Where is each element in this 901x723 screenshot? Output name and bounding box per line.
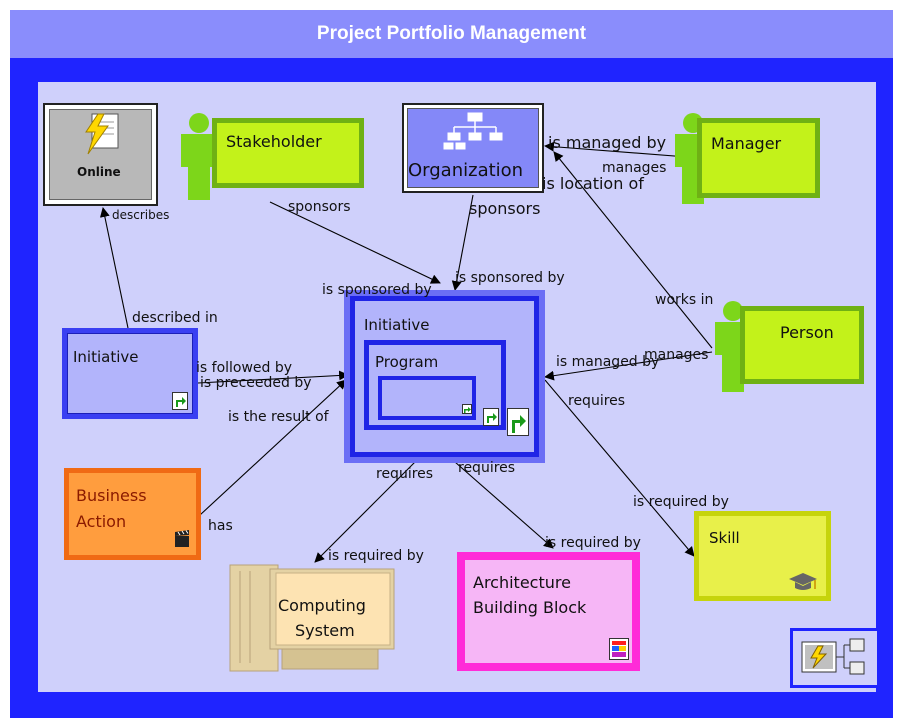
edge-initiative-skill — [544, 379, 695, 557]
edge-label-requires-abb: requires — [458, 460, 516, 476]
manager-label: Manager — [711, 134, 782, 153]
computing-system-label-2: System — [295, 621, 355, 640]
abb-label-1: Architecture — [473, 573, 571, 592]
edge-label-manages-person: manages — [644, 347, 709, 363]
initiative-left-node[interactable]: Initiative — [62, 328, 198, 419]
edge-person-initiative — [544, 351, 713, 381]
navigation-thumbnail[interactable] — [790, 628, 880, 688]
organization-label: Organization — [408, 160, 524, 181]
navigation-thumbnail-icon — [801, 638, 865, 675]
business-action-node[interactable]: Business Action — [64, 468, 201, 560]
program-label: Program — [375, 353, 439, 371]
shortcut-arrow-icon — [462, 404, 472, 414]
edge-label-sponsors-stakeholder: sponsors — [288, 199, 351, 215]
edge-organization-initiative — [451, 194, 474, 291]
edge-label-is-followed-by: is followed by — [196, 360, 293, 376]
computing-system-node[interactable]: Computing System — [228, 563, 398, 673]
edge-label-is-preceeded-by: is preceeded by — [200, 375, 312, 391]
edge-label-described-in: described in — [132, 310, 218, 326]
business-action-label-2: Action — [76, 512, 127, 531]
business-action-label-1: Business — [76, 486, 147, 505]
skill-label: Skill — [709, 529, 740, 547]
edge-label-is-required-by-abb: is required by — [545, 535, 641, 551]
manager-node[interactable]: Manager — [697, 118, 820, 198]
person-node[interactable]: Person — [740, 306, 864, 384]
edge-person-organization — [553, 151, 713, 349]
edge-initiative-online — [99, 207, 129, 329]
person-icon — [181, 113, 217, 200]
edge-label-is-the-result-of: is the result of — [228, 409, 329, 425]
edge-label-is-sponsored-by-2: is sponsored by — [455, 270, 565, 286]
program-child-node[interactable] — [378, 376, 476, 420]
edge-label-is-location-of: is location of — [542, 174, 644, 193]
lightning-document-icon — [85, 113, 119, 155]
edge-label-describes: describes — [112, 208, 170, 222]
edge-business-initiative — [199, 379, 347, 516]
edge-label-works-in: works in — [655, 292, 714, 308]
edge-manager-organization — [544, 141, 701, 159]
edge-label-has: has — [208, 518, 233, 534]
shortcut-arrow-icon — [483, 408, 499, 426]
shortcut-arrow-icon — [507, 408, 529, 436]
edge-label-is-required-by-cs: is required by — [328, 548, 424, 564]
edge-label-sponsors-org: sponsors — [469, 199, 541, 218]
edge-label-is-managed-by-top: is managed by — [548, 133, 667, 152]
program-node[interactable]: Program — [364, 340, 506, 430]
org-chart-icon — [443, 112, 503, 150]
edge-label-manages-top: manages — [602, 160, 667, 176]
abb-label-2: Building Block — [473, 598, 587, 617]
initiative-left-label: Initiative — [73, 348, 139, 366]
stakeholder-node[interactable]: Stakeholder — [212, 118, 364, 188]
stakeholder-label: Stakeholder — [226, 132, 322, 151]
edge-initiative-computing — [314, 461, 416, 563]
edge-label-is-sponsored-by-1: is sponsored by — [322, 282, 432, 298]
diagram-title: Project Portfolio Management — [10, 10, 893, 58]
initiative-center-label: Initiative — [364, 316, 430, 334]
edge-initiative-abb — [454, 461, 554, 549]
online-node[interactable]: Online — [43, 103, 158, 206]
computer-tower-icon — [229, 564, 395, 672]
initiative-center-node[interactable]: Initiative Program — [344, 290, 545, 463]
skill-node[interactable]: Skill — [694, 511, 831, 601]
computing-system-label-1: Computing — [278, 596, 366, 615]
edge-label-is-required-by-skill: is required by — [633, 494, 729, 510]
edge-label-requires-right: requires — [568, 393, 626, 409]
edge-initiative-followed — [197, 370, 349, 384]
clapperboard-icon — [175, 530, 189, 547]
edge-label-requires-cs: requires — [376, 466, 434, 482]
shortcut-arrow-icon — [172, 392, 188, 410]
color-palette-icon — [609, 638, 629, 660]
edge-stakeholder-initiative — [269, 201, 441, 284]
person-label: Person — [780, 323, 834, 342]
online-label: Online — [77, 165, 121, 179]
graduation-cap-icon — [789, 573, 817, 590]
organization-node[interactable]: Organization — [402, 103, 544, 193]
edge-label-is-managed-by-person: is managed by — [556, 354, 660, 370]
abb-node[interactable]: Architecture Building Block — [457, 552, 640, 671]
